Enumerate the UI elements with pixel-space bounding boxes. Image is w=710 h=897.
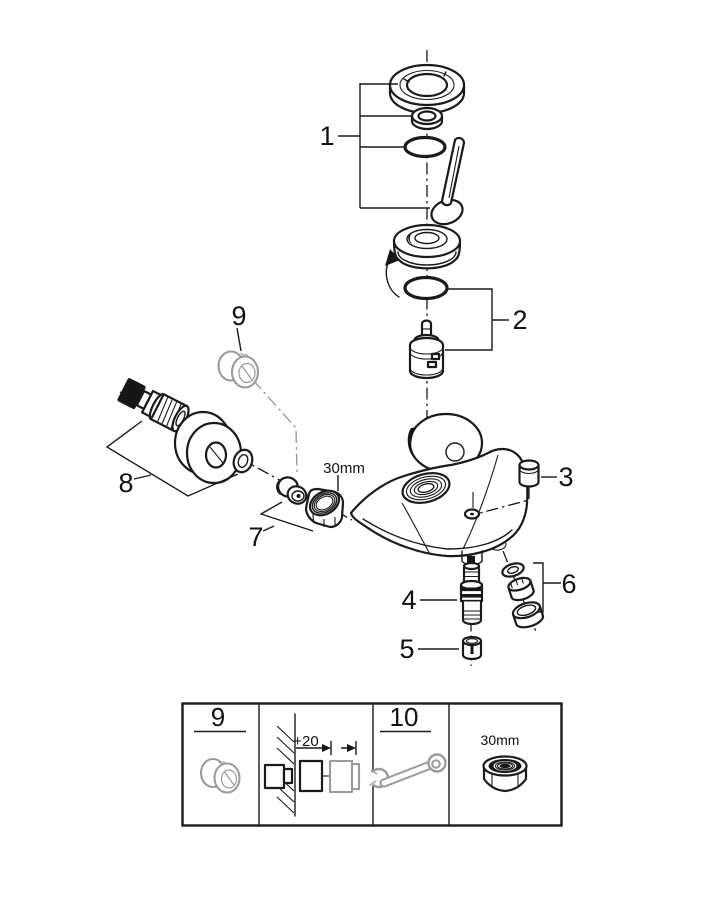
rotation-arrow-icon bbox=[385, 249, 400, 298]
union-nut bbox=[304, 487, 345, 529]
part-1-label: 1 bbox=[319, 121, 334, 151]
part-2-label: 2 bbox=[512, 305, 527, 335]
legend-tool-label: 10 bbox=[390, 702, 419, 732]
plug-alignment-line bbox=[479, 487, 530, 514]
part-1-group: 1 bbox=[319, 63, 466, 226]
union-washer bbox=[232, 448, 254, 474]
legend-cell-tool: 10 bbox=[362, 702, 447, 791]
legend-extension-label: 9 bbox=[211, 702, 225, 732]
legend-dividers bbox=[258, 702, 450, 827]
part-2-group: 2 bbox=[385, 223, 528, 380]
part-6-group: 6 bbox=[501, 562, 577, 629]
part-6-callout-bracket bbox=[533, 562, 561, 613]
legend-nut-size-label: 30mm bbox=[481, 732, 520, 748]
legend-cell-extension: 9 bbox=[194, 702, 246, 794]
part-5-group: 5 bbox=[399, 634, 483, 664]
aerator-insert bbox=[507, 576, 535, 602]
part-5-label: 5 bbox=[399, 634, 414, 664]
part-9-group: 9 bbox=[217, 301, 260, 389]
part-9-label: 9 bbox=[231, 301, 246, 331]
wrench-icon bbox=[362, 753, 447, 791]
wall-extension-dimension-icon bbox=[263, 713, 361, 817]
s-union-nipple bbox=[117, 378, 190, 433]
union-inlet-rings bbox=[401, 472, 451, 504]
part-9-leader-line bbox=[236, 327, 242, 352]
o-ring-large bbox=[403, 135, 447, 159]
part-4-label: 4 bbox=[401, 585, 416, 615]
wall-escutcheon bbox=[173, 410, 243, 485]
part-2-callout-bracket bbox=[445, 288, 509, 351]
plug-cap bbox=[518, 459, 540, 488]
part-8-callout-bracket bbox=[105, 420, 239, 497]
legend-dimension-label: +20 bbox=[293, 733, 318, 750]
nut-size-annotation: 30mm bbox=[323, 460, 365, 477]
legend-cell-wall-extension: +20 bbox=[263, 713, 361, 817]
aerator-housing bbox=[511, 601, 545, 629]
part-8-group: 8 bbox=[105, 378, 254, 498]
faucet-body bbox=[349, 412, 529, 566]
aerator-washer bbox=[501, 562, 525, 578]
extension-adapter-icon bbox=[199, 757, 241, 794]
diverter-valve bbox=[459, 556, 484, 626]
part-3-group: 3 bbox=[479, 459, 574, 514]
escutcheon-ring bbox=[388, 63, 466, 115]
dome-cap bbox=[392, 223, 462, 270]
part-4-group: 4 bbox=[401, 556, 484, 626]
part-7-group: 30mm 7 bbox=[248, 460, 364, 552]
legend-table: 9 +20 bbox=[181, 702, 563, 827]
part-3-label: 3 bbox=[558, 462, 573, 492]
part-8-label: 8 bbox=[118, 468, 133, 498]
part-1-callout-bracket bbox=[338, 83, 430, 209]
extension-gray-axis bbox=[252, 379, 298, 474]
legend-cell-nut: 30mm bbox=[481, 732, 528, 793]
lever-handle bbox=[430, 136, 466, 226]
part-7-callout-bracket bbox=[259, 501, 314, 532]
bushing-ring bbox=[410, 106, 444, 131]
part-7-label: 7 bbox=[248, 522, 263, 552]
o-ring-cap bbox=[403, 275, 449, 301]
check-valve-insert bbox=[461, 635, 483, 661]
filter-insert bbox=[276, 476, 308, 505]
screw-hole bbox=[463, 508, 481, 520]
cartridge bbox=[408, 319, 445, 380]
extension-adapter bbox=[217, 350, 260, 389]
part-6-label: 6 bbox=[561, 569, 576, 599]
hex-nut-icon bbox=[482, 755, 528, 793]
